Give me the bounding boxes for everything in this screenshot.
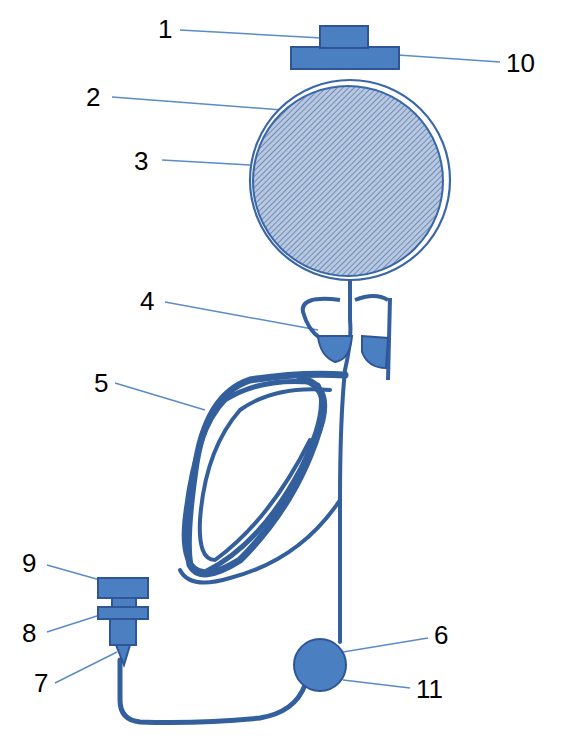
ball — [294, 639, 346, 691]
callout-number: 8 — [22, 620, 36, 646]
callout-number: 9 — [22, 550, 36, 576]
callout-number: 1 — [158, 16, 172, 42]
callout-number: 10 — [506, 50, 535, 76]
callout-number: 7 — [34, 670, 48, 696]
outer-bag — [250, 80, 450, 280]
clip — [303, 296, 390, 380]
callout-number: 6 — [434, 622, 448, 648]
inner-bag — [253, 86, 443, 276]
cap-plate — [291, 47, 399, 69]
callout-number: 3 — [134, 148, 148, 174]
callout-number: 4 — [140, 288, 154, 314]
leader-lines — [47, 30, 500, 688]
callout-number: 2 — [86, 84, 100, 110]
tube — [120, 281, 350, 723]
callout-number: 5 — [94, 370, 108, 396]
connector — [98, 578, 148, 665]
cap-top — [320, 26, 368, 48]
callout-number: 11 — [416, 676, 443, 702]
